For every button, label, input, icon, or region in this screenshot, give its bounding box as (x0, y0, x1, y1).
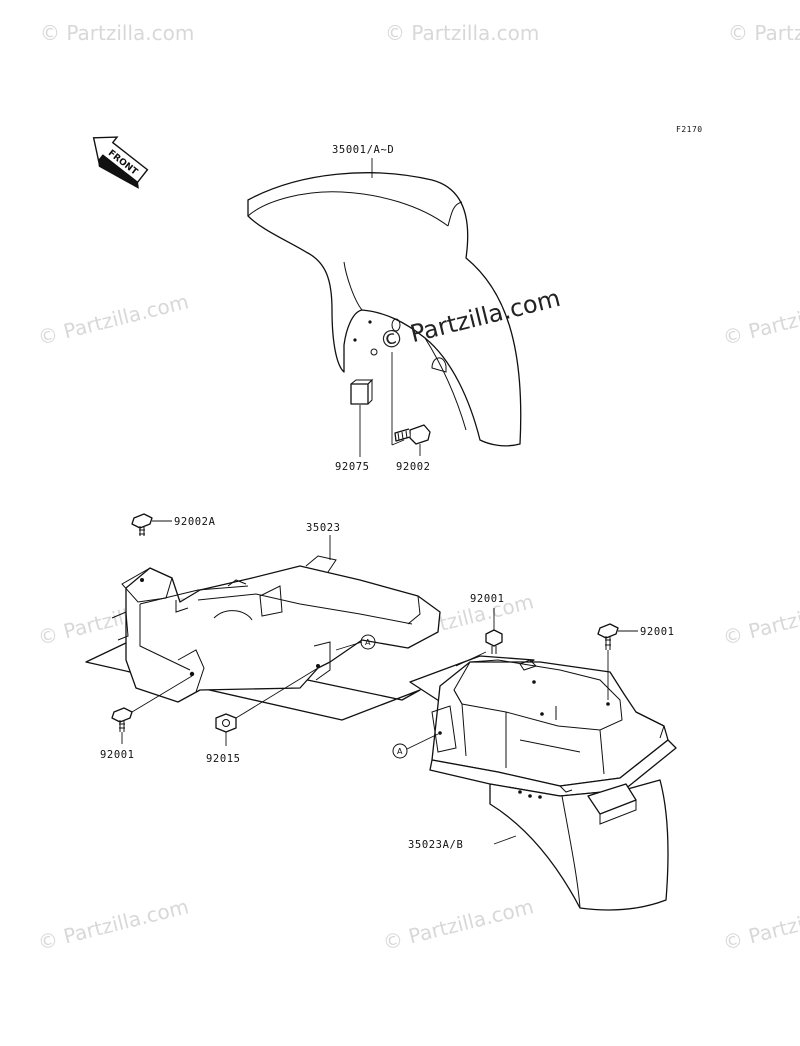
label-rear-fender: 35023A/B (408, 839, 463, 851)
label-bolt-rear-left: 92001 (470, 593, 505, 605)
watermark: © Partzilla.com (385, 21, 539, 45)
bolt-part (485, 629, 503, 654)
pad-part (350, 378, 374, 405)
watermark: © Partzilla.com (720, 894, 800, 955)
label-front-bolt: 92002 (396, 461, 431, 473)
watermark-layer: © Partzilla.com © Partzilla.com © Partzi… (35, 21, 800, 955)
reference-mark-a: A (365, 638, 371, 647)
rear-fender (409, 655, 677, 911)
label-bolt-inner-bottom: 92001 (100, 749, 135, 761)
label-inner-fender: 35023 (306, 522, 341, 534)
watermark: © Partzilla.com (728, 21, 800, 45)
bolt-part (597, 623, 619, 650)
bolt-part (131, 513, 153, 536)
label-pad: 92075 (335, 461, 370, 473)
watermark: © Partzilla.com (40, 21, 194, 45)
watermark: © Partzilla.com (720, 589, 800, 650)
diagram-code: F2170 (676, 125, 703, 134)
label-nut: 92015 (206, 753, 241, 765)
front-arrow-icon: FRONT (92, 136, 149, 189)
label-front-fender: 35001/A~D (332, 144, 394, 156)
label-bolt-rear-right: 92001 (640, 626, 675, 638)
watermark: © Partzilla.com (720, 289, 800, 350)
reference-mark-a: A (397, 747, 403, 756)
bolt-part (394, 424, 431, 445)
label-bolt-left-top: 92002A (174, 516, 216, 528)
nut-part (215, 713, 237, 733)
front-fender (247, 172, 522, 447)
bolt-part (111, 707, 133, 732)
watermark: © Partzilla.com (380, 894, 536, 955)
watermark: © Partzilla.com (35, 289, 191, 350)
watermark: © Partzilla.com (35, 894, 191, 955)
inner-fender (85, 555, 441, 721)
